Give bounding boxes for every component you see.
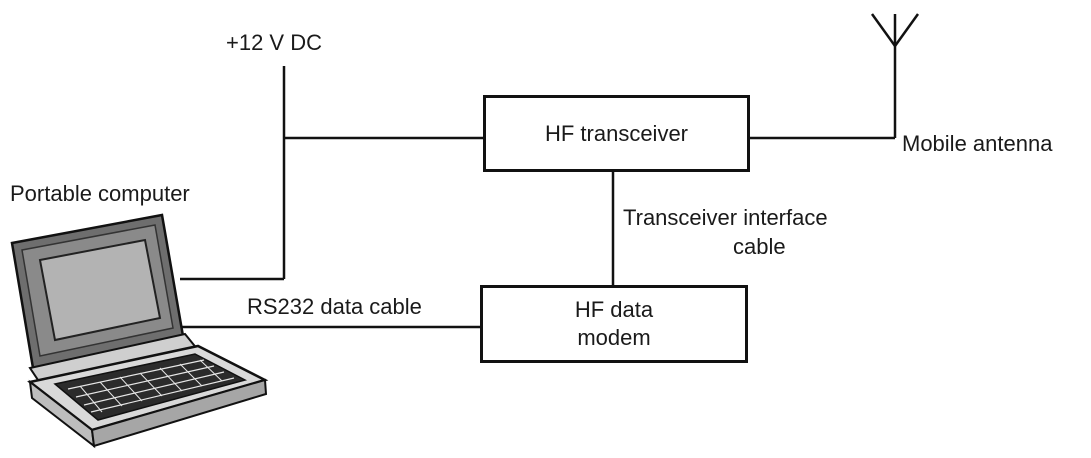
hf-transceiver-box: HF transceiver: [483, 95, 750, 172]
interface-cable-label-line2: cable: [733, 234, 786, 259]
hf-data-modem-label: HF data modem: [575, 296, 653, 352]
power-label: +12 V DC: [226, 30, 322, 55]
data-cable-label: RS232 data cable: [247, 294, 422, 319]
modem-label-line1: HF data: [574, 297, 654, 322]
hf-transceiver-label: HF transceiver: [544, 120, 689, 146]
modem-label-line2: modem: [577, 325, 651, 350]
laptop-icon: [10, 213, 269, 449]
computer-label: Portable computer: [10, 181, 190, 206]
hf-data-modem-box: HF data modem: [480, 285, 748, 363]
antenna-label: Mobile antenna: [902, 131, 1053, 156]
antenna-icon: [870, 13, 920, 47]
interface-cable-label-line1: Transceiver interface: [623, 205, 828, 230]
